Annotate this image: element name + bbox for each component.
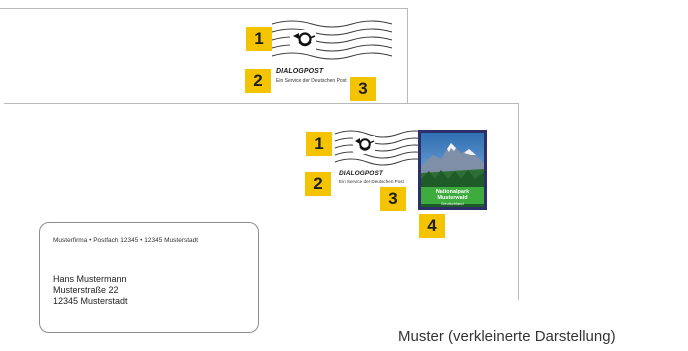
postage-stamp: Nationalpark Musterwald Deutschland (418, 130, 487, 210)
address-window: Musterfirma • Postfach 12345 • 12345 Mus… (39, 222, 259, 333)
cancellation-waves-top (271, 20, 393, 60)
franking-title-bottom: DIALOGPOST (339, 170, 383, 177)
address-line: 12345 Musterstadt (53, 296, 128, 306)
post-horn-icon (353, 136, 375, 154)
marker-badge: 4 (419, 214, 445, 238)
envelope-bottom (4, 103, 519, 300)
stamp-label: Nationalpark Musterwald Deutschland (421, 187, 484, 206)
envelope-top (0, 8, 408, 104)
recipient-address: Hans Mustermann Musterstraße 22 12345 Mu… (53, 274, 128, 307)
cancellation-waves-bottom (334, 130, 432, 166)
franking-subtitle-bottom: Ein Service der Deutschen Post (339, 179, 404, 184)
marker-badge: 1 (246, 27, 272, 51)
marker-badge: 1 (306, 132, 332, 156)
stamp-title: Nationalpark Musterwald (435, 189, 470, 201)
caption: Muster (verkleinerte Darstellung) (398, 328, 616, 345)
marker-badge: 2 (305, 172, 331, 196)
marker-badge: 2 (245, 69, 271, 93)
address-line: Hans Mustermann (53, 274, 127, 284)
stamp-subtitle: Deutschland (441, 201, 464, 206)
marker-badge: 3 (380, 187, 406, 211)
address-line: Musterstraße 22 (53, 285, 119, 295)
post-horn-icon (290, 30, 316, 50)
marker-badge: 3 (350, 77, 376, 101)
sender-line: Musterfirma • Postfach 12345 • 12345 Mus… (53, 237, 199, 244)
franking-title-top: DIALOGPOST (276, 68, 324, 75)
franking-subtitle-top: Ein Service der Deutschen Post (276, 78, 347, 84)
